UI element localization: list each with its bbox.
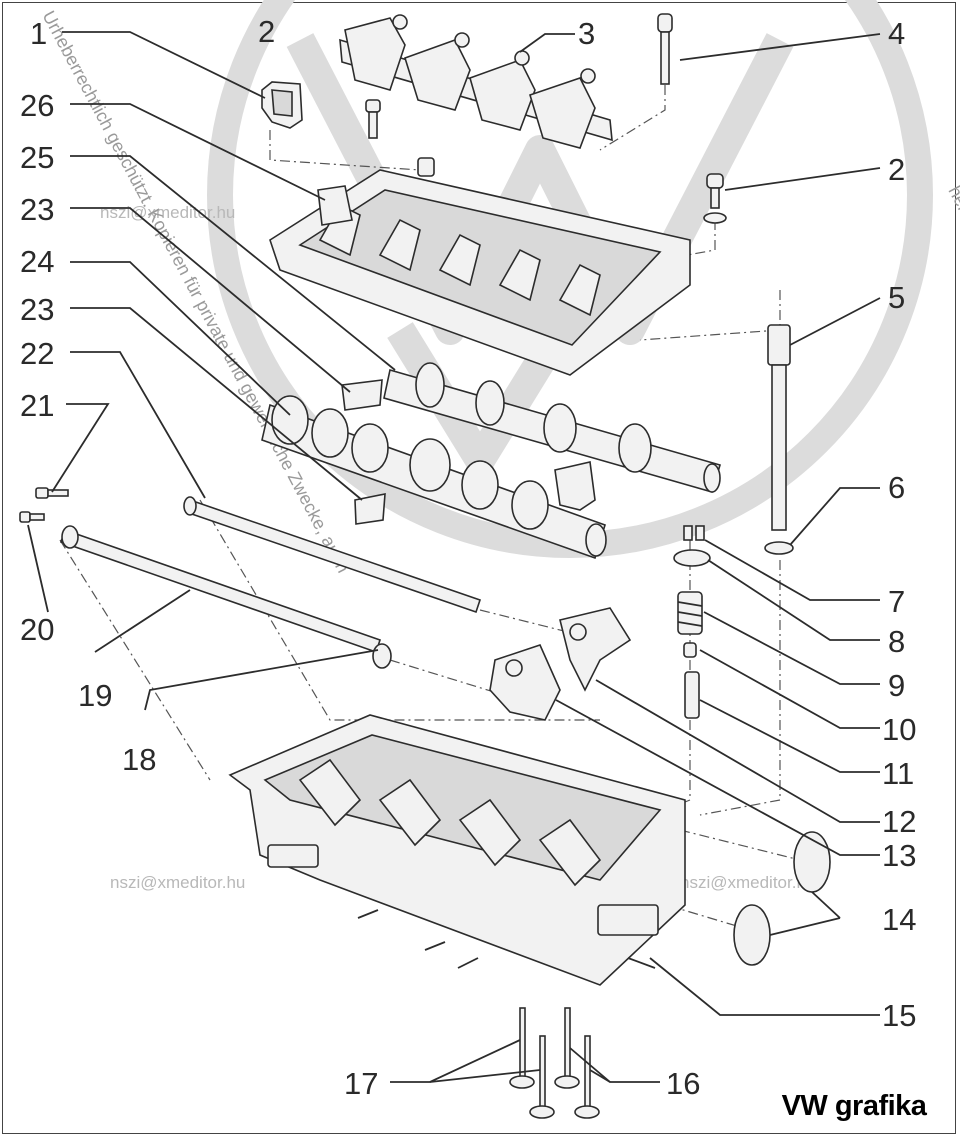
label-15: 15 [882,998,916,1033]
part-washer-6 [764,541,794,555]
part-screw-21 [35,487,69,499]
part-camshaft-carrier-26 [269,157,691,376]
label-13: 13 [882,838,916,873]
label-8: 8 [888,624,905,659]
label-4: 4 [888,16,905,51]
label-19: 19 [78,678,112,713]
label-16: 16 [666,1066,700,1101]
part-bearing-shell-23 [341,379,386,525]
label-5: 5 [888,280,905,315]
part-camshaft-24 [261,395,607,560]
label-6: 6 [888,470,905,505]
brand-label: VW grafika [781,1089,927,1122]
label-7: 7 [888,584,905,619]
label-11: 11 [882,756,914,791]
part-cylinder-head [228,714,686,986]
label-12: 12 [882,804,916,839]
part-seal-ring-18 [372,643,392,669]
leader-lines [27,31,881,1083]
brand-label-box: VW grafika [760,1083,948,1129]
part-screw-20 [19,511,45,523]
label-21: 21 [20,388,54,423]
part-spring-retainer-8 [673,549,711,567]
part-bracket-1 [261,81,303,129]
label-22: 22 [20,336,54,371]
part-seal-rings-14 [733,831,831,966]
part-stem-seal-10 [683,642,697,658]
label-18: 18 [122,742,156,777]
part-number-labels: 1 2 3 4 2 26 25 23 24 23 22 21 20 5 6 7 … [20,14,916,1101]
part-valves-16-17 [509,1007,600,1119]
part-valve-spring-9 [677,591,703,635]
label-25: 25 [20,140,54,175]
label-17: 17 [344,1066,378,1101]
watermark-email-left: nszi@xmeditor.hu [110,873,245,892]
label-26: 26 [20,88,54,123]
part-rocker-arm-13 [489,644,561,721]
label-9: 9 [888,668,905,703]
watermark-email-top: nszi@xmeditor.hu [100,203,235,222]
label-3: 3 [578,16,595,51]
part-small-bolt [365,99,381,139]
part-rocker-shaft-3 [339,14,613,149]
label-14: 14 [882,902,916,937]
label-2-top: 2 [258,14,275,49]
watermark-copyright-right: hen auf diesem Dokument. Copyright bei V… [944,182,960,595]
part-shaft-22 [183,496,482,614]
part-valve-stem-5 [767,324,791,531]
label-20: 20 [20,612,54,647]
label-2-right: 2 [888,152,905,187]
label-23-lower: 23 [20,292,54,327]
part-valve-keepers-7 [683,525,705,541]
part-bearing-cap [554,461,596,511]
part-valve-guide-11 [684,671,700,719]
part-rocker-arm-12 [559,607,632,692]
part-bolt-2 [703,173,727,224]
label-1: 1 [30,16,47,51]
label-10: 10 [882,712,916,747]
label-24: 24 [20,244,54,279]
watermark-copyright-left: Urheberrechtlich geschützt. Kopieren für… [38,7,353,576]
label-23-upper: 23 [20,192,54,227]
part-bolt-4 [657,13,673,85]
part-camshaft-25 [383,362,721,493]
watermark-email-right: nszi@xmeditor.hu [680,873,815,892]
